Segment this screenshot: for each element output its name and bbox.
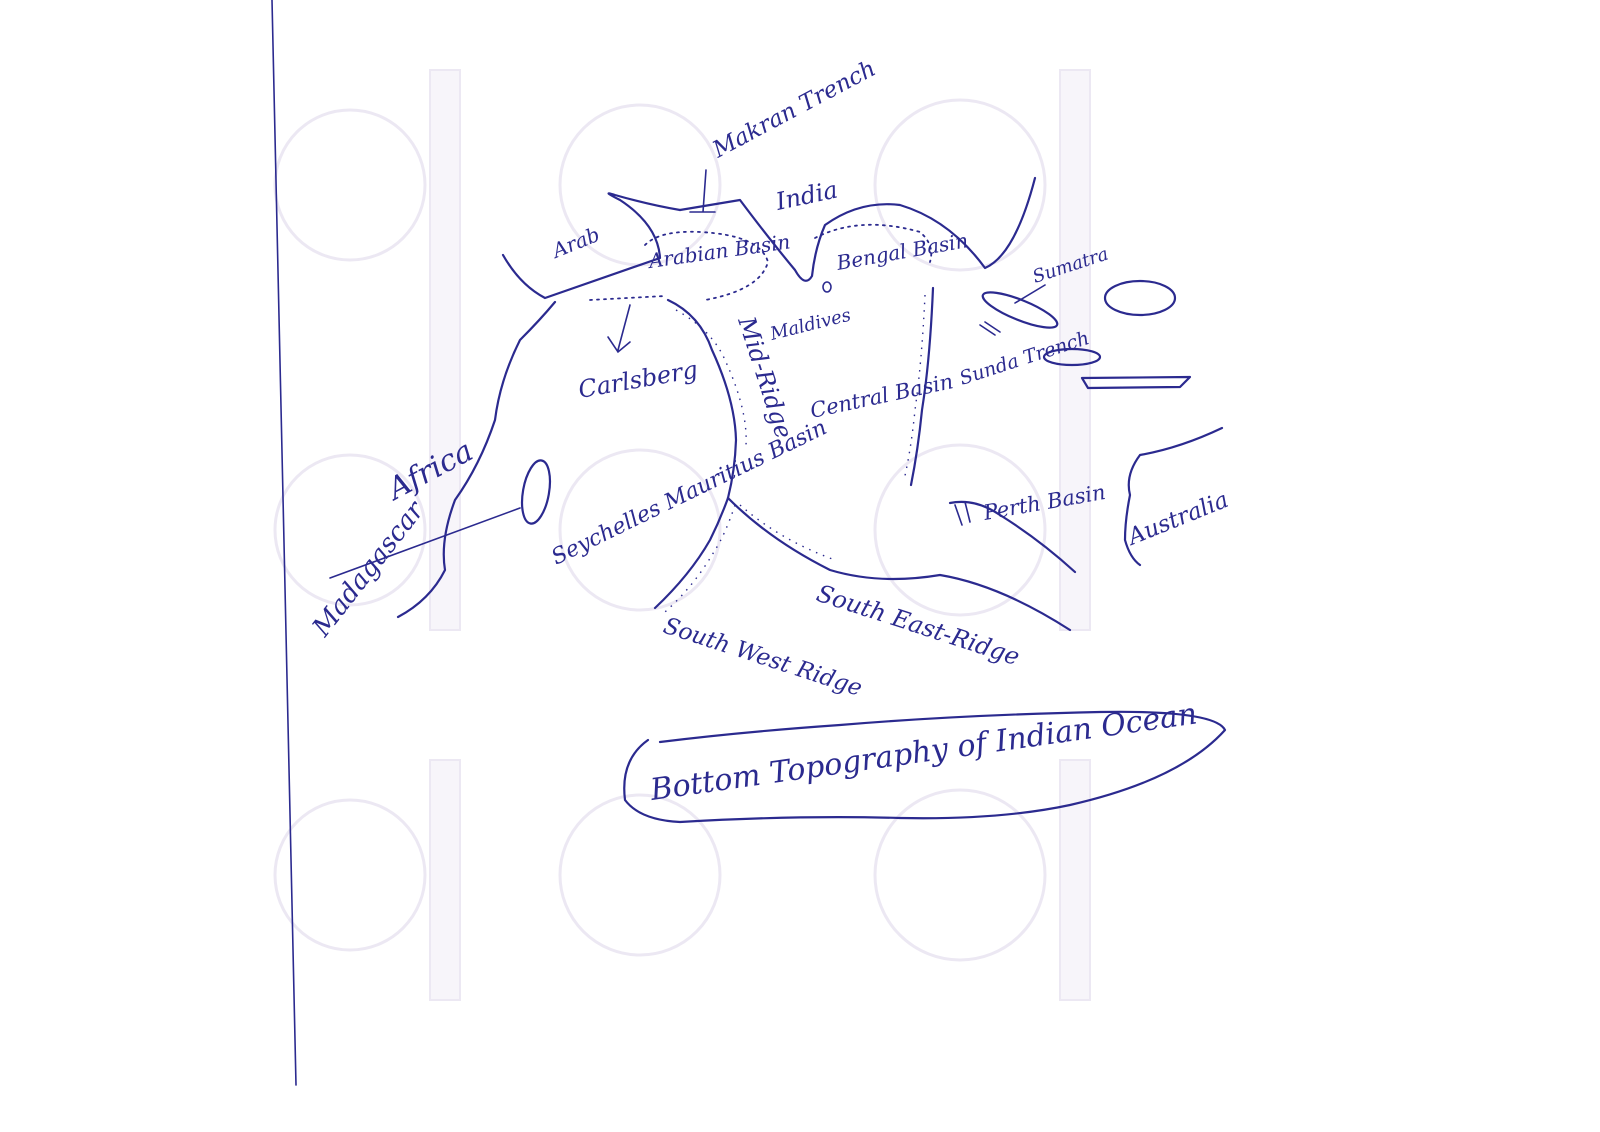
arabia-coastline bbox=[501, 192, 682, 300]
maldives-island bbox=[822, 281, 832, 293]
label-carlsberg: Carlsberg bbox=[576, 355, 700, 404]
india-coastline bbox=[678, 176, 1037, 282]
lesser-sunda-islands bbox=[1080, 375, 1192, 390]
label-makran-trench: Makran Trench bbox=[708, 56, 880, 164]
makran-trench-marker bbox=[689, 169, 716, 213]
label-australia: Australia bbox=[1123, 487, 1233, 551]
label-arabian-basin: Arabian Basin bbox=[645, 229, 791, 273]
sunda-trench-line bbox=[909, 286, 935, 487]
perth-basin-ridge bbox=[948, 500, 1077, 574]
shelf-dotted-line bbox=[589, 295, 666, 301]
borneo-island bbox=[1103, 279, 1177, 317]
carlsberg-arrow bbox=[607, 304, 631, 354]
africa-coastline bbox=[396, 300, 557, 619]
java-island bbox=[1042, 347, 1102, 367]
australia-coastline bbox=[1123, 426, 1224, 567]
perth-shading bbox=[954, 501, 971, 526]
arabian-basin-outline bbox=[644, 230, 769, 301]
small-islands bbox=[979, 321, 1001, 336]
title-enclosure bbox=[623, 710, 1227, 824]
southeast-ridge-line bbox=[726, 496, 1072, 632]
southeast-ridge-hatching bbox=[739, 504, 836, 561]
label-arab: Arab bbox=[547, 222, 603, 263]
madagascar-pointer bbox=[329, 507, 521, 579]
sumatra-island bbox=[981, 291, 1059, 329]
label-southeast-ridge: South East-Ridge bbox=[813, 579, 1023, 671]
label-india: India bbox=[772, 176, 840, 217]
mid-ridge-line bbox=[666, 298, 738, 500]
southwest-ridge-line bbox=[653, 496, 730, 610]
sumatra-pointer bbox=[1014, 284, 1046, 304]
southwest-ridge-hatching bbox=[664, 504, 736, 613]
label-southwest-ridge: South West Ridge bbox=[660, 613, 865, 702]
madagascar-island bbox=[520, 459, 552, 525]
label-central-basin: Central Basin bbox=[808, 369, 955, 423]
label-maldives: Maldives bbox=[767, 305, 853, 346]
page-margin-line bbox=[271, 0, 297, 1086]
